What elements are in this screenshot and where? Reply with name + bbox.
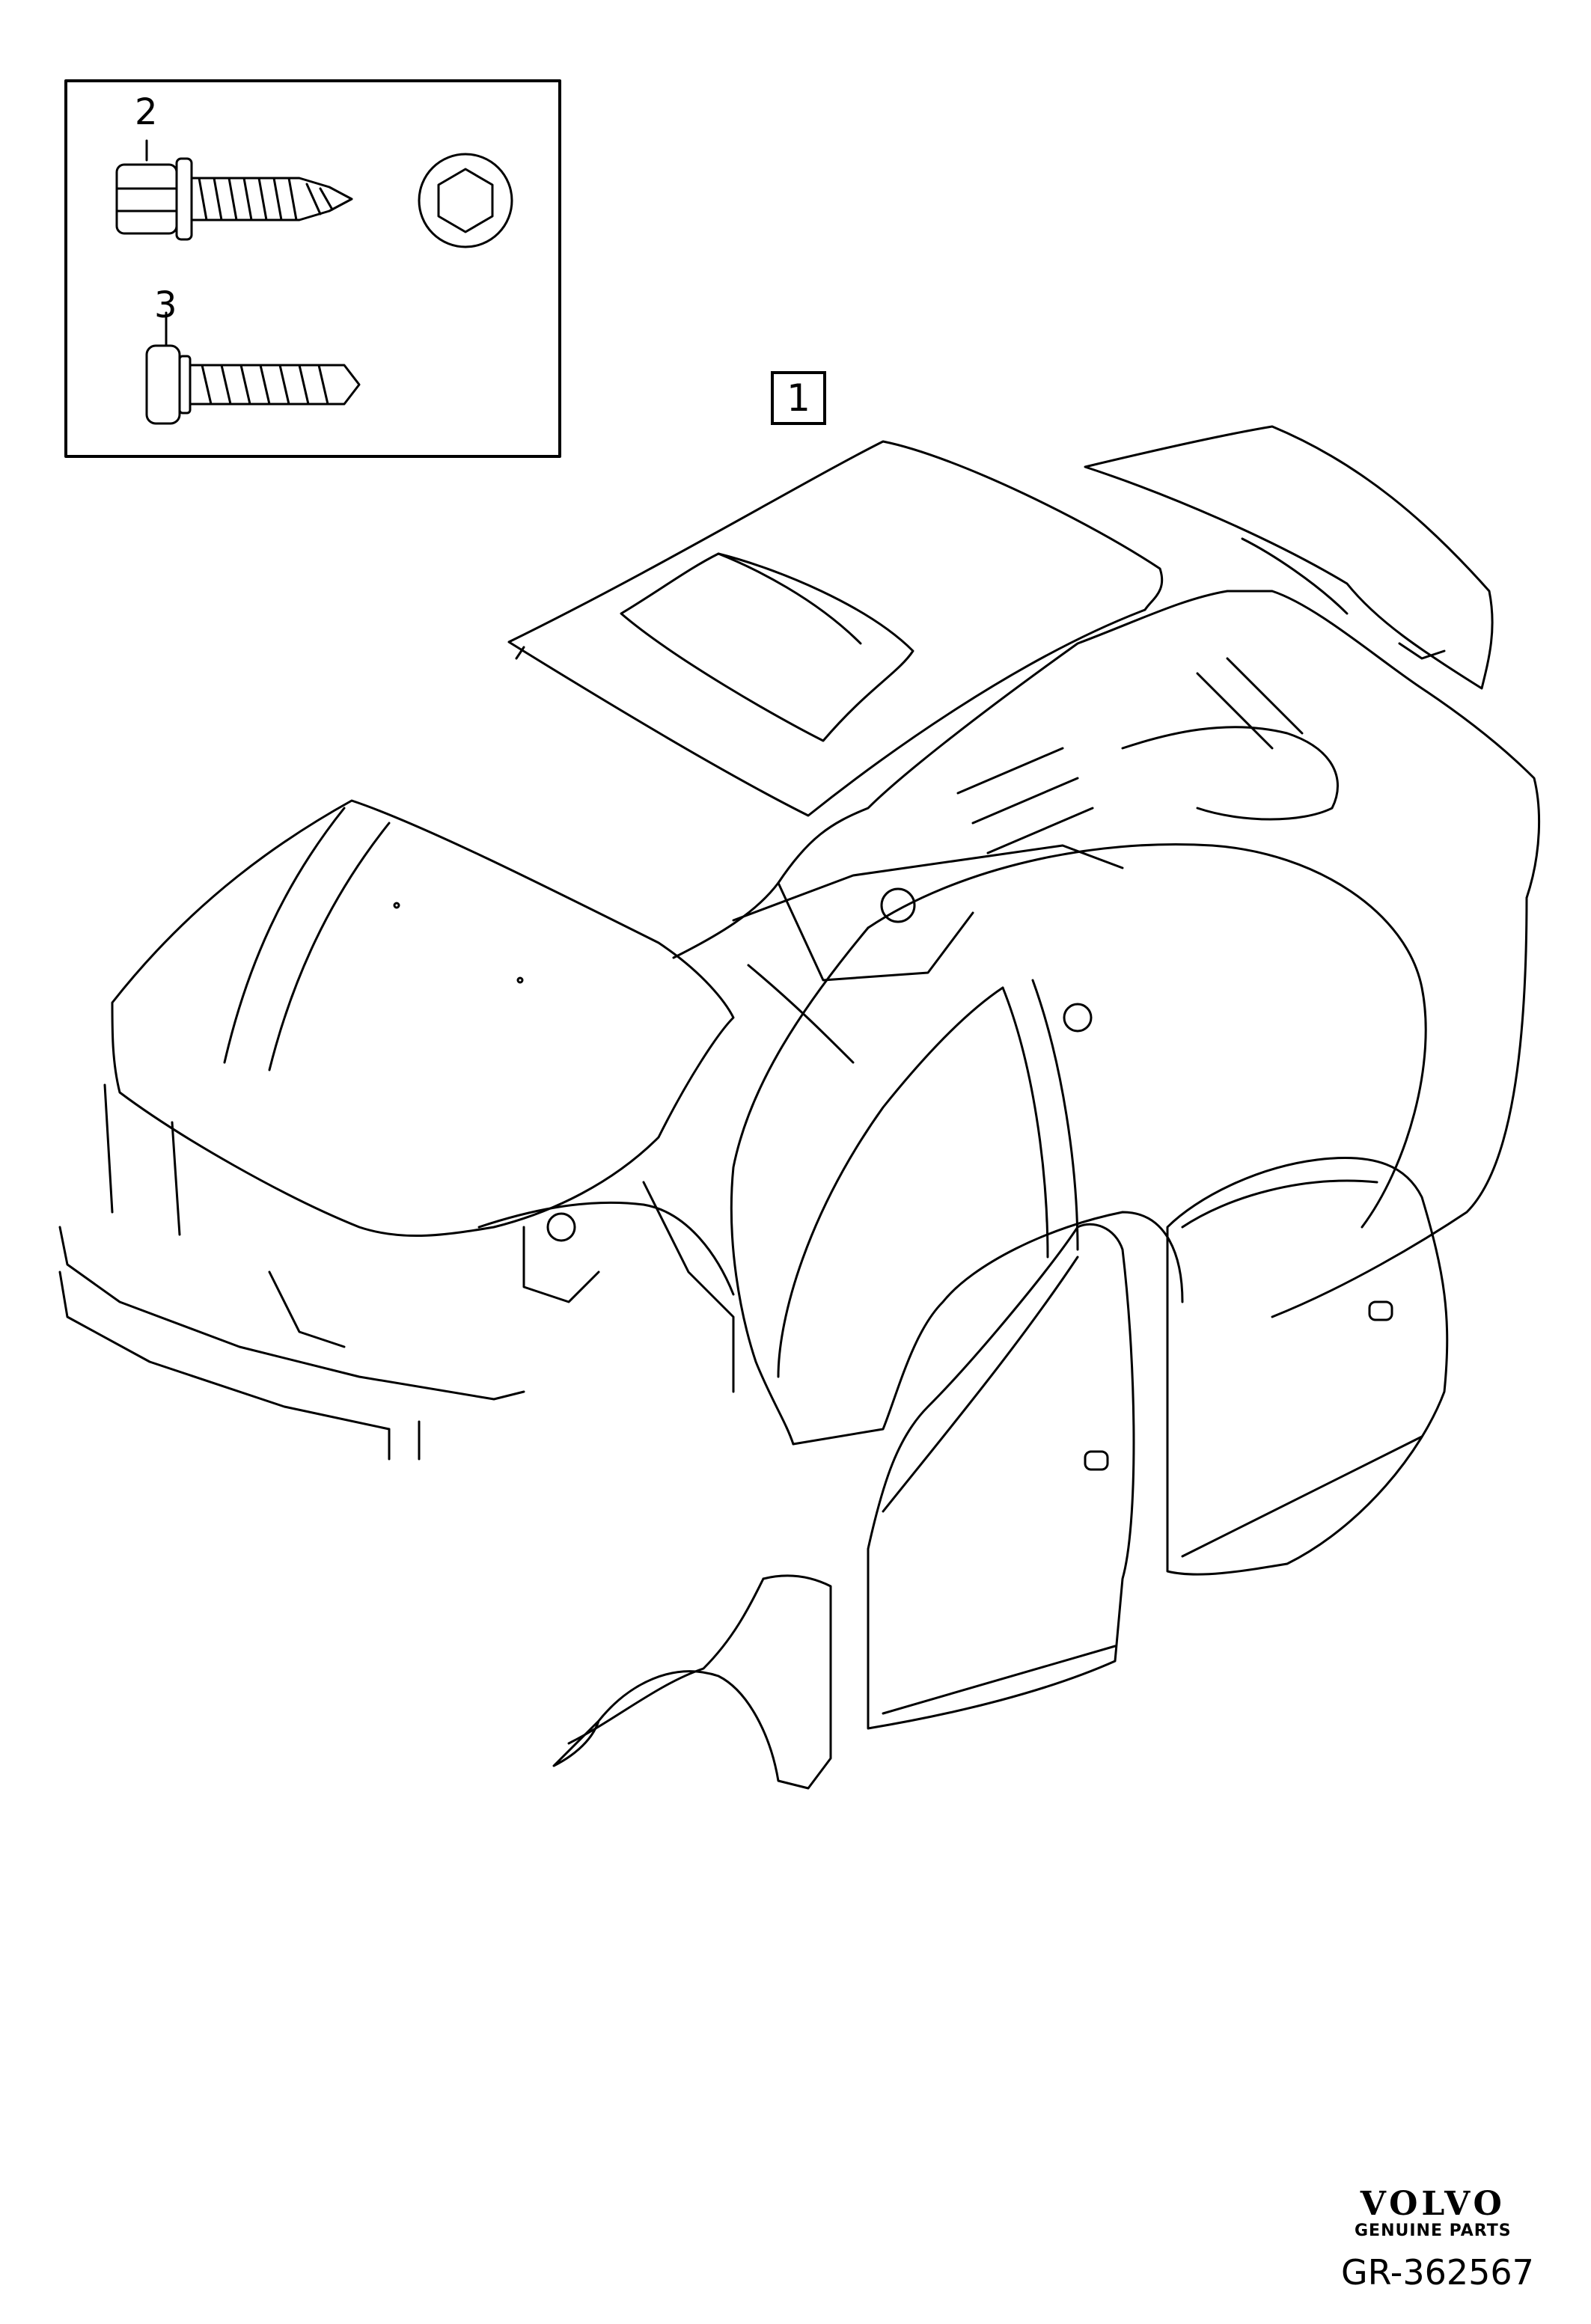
hood-panel [111,799,735,1238]
volvo-logo: VOLVO [1360,2185,1506,2223]
front-door [867,1223,1135,1730]
body-shell [672,590,1541,1446]
screw-3-icon [145,311,361,425]
front-fender [552,1574,832,1790]
screw-2-icon [115,139,353,241]
brand-block: VOLVO GENUINE PARTS [1355,2185,1512,2240]
front-structure [58,1083,735,1461]
callout-part-3: 3 [154,284,177,326]
callout-part-2: 2 [135,91,158,133]
rear-door [1166,1157,1449,1576]
fastener-inset-box [64,79,561,458]
reference-code: GR-362567 [1341,2252,1534,2293]
hex-socket-icon [418,153,513,248]
roof-panel [507,440,1164,817]
trunk-lid [1084,425,1494,690]
brand-subtitle: GENUINE PARTS [1355,2221,1512,2240]
callout-part-1: 1 [771,371,826,425]
